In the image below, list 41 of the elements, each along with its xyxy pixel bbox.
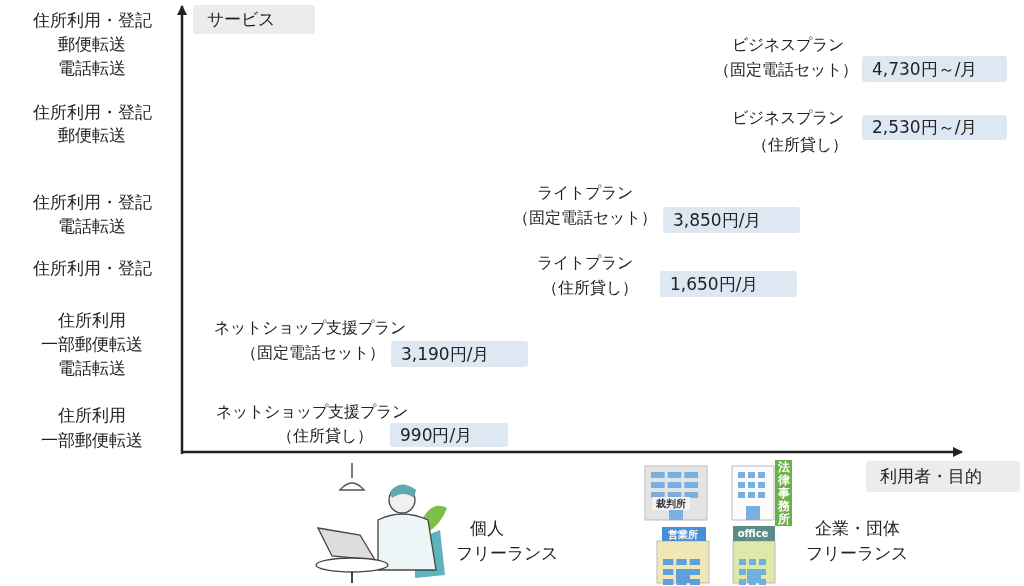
- price-tag: 990円/月: [390, 423, 508, 447]
- price-tag: 3,190円/月: [391, 341, 528, 367]
- user-group-label: フリーランス: [456, 543, 558, 563]
- plan-name: ライトプラン: [537, 183, 633, 203]
- plan-name: （住所貸し）: [277, 426, 373, 446]
- service-label: 一部郵便転送: [41, 430, 143, 450]
- service-label: 電話転送: [58, 216, 126, 236]
- axis-title: サービス: [193, 5, 315, 34]
- plan-name: ネットショップ支援プラン: [214, 318, 406, 338]
- price-tag: 1,650円/月: [660, 271, 797, 297]
- user-group-label: 個人: [470, 518, 504, 538]
- building-sign-text: 法律事務所: [776, 460, 791, 526]
- price-tag: 4,730円～/月: [862, 56, 1007, 82]
- plan-option: （固定電話セット）: [241, 343, 385, 363]
- service-label: 住所利用・登記: [32, 102, 152, 122]
- plan-option: （固定電話セット）: [513, 208, 657, 228]
- price-tag: 2,530円～/月: [862, 115, 1007, 140]
- service-label: 一部郵便転送: [41, 334, 143, 354]
- service-label: 住所利用・登記: [32, 192, 152, 212]
- service-label: 住所利用: [58, 405, 126, 425]
- user-group-label: フリーランス: [806, 543, 908, 563]
- service-label: 住所利用: [58, 310, 126, 330]
- plan-name: （住所貸し）: [752, 135, 848, 155]
- plan-name: ビジネスプラン: [732, 108, 844, 128]
- plan-name: （住所貸し）: [542, 278, 638, 298]
- plan-name: ネットショップ支援プラン: [216, 402, 408, 422]
- service-label: 電話転送: [58, 358, 126, 378]
- plan-name: ビジネスプラン: [732, 35, 844, 55]
- plan-option: （固定電話セット）: [714, 60, 858, 80]
- service-label: 郵便転送: [58, 125, 126, 145]
- building-sign-text: 裁判所: [656, 497, 686, 509]
- service-label: 住所利用・登記: [32, 10, 152, 30]
- axis-title: 利用者・目的: [866, 461, 1020, 492]
- service-label: 電話転送: [58, 58, 126, 78]
- service-label: 住所利用・登記: [32, 258, 152, 278]
- building-sign-text: office: [737, 527, 769, 539]
- building-sign-text: 営業所: [668, 528, 698, 540]
- user-group-label: 企業・団体: [814, 518, 900, 538]
- price-tag: 3,850円/月: [663, 207, 800, 233]
- plan-name: ライトプラン: [537, 253, 633, 273]
- service-label: 郵便転送: [58, 34, 126, 54]
